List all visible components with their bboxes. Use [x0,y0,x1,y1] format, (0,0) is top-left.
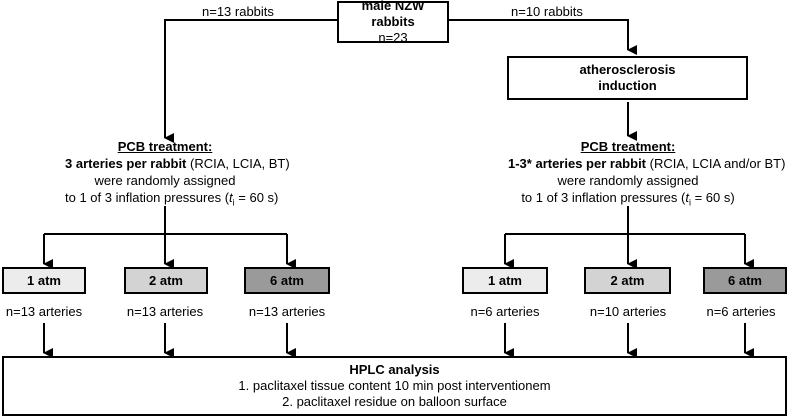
left-1atm-n: n=13 arteries [5,304,83,319]
pcb-left-heading: PCB treatment: [117,139,213,154]
right-2atm-label: 2 atm [610,272,645,288]
left-2atm-box: 2 atm [124,267,208,294]
pcb-left-detail: (RCIA, LCIA, BT) [186,156,290,171]
right-2atm-box: 2 atm [584,267,671,294]
left-2atm-n: n=13 arteries [126,304,204,319]
pcb-left-bold: 3 arteries per rabbit [65,156,187,171]
pcb-right-tsub: i [688,197,691,208]
pcb-right-line4-post: = 60 s) [690,190,735,205]
left-6atm-n: n=13 arteries [248,304,326,319]
right-2atm-n: n=10 arteries [589,304,667,319]
right-branch-label: n=10 rabbits [511,4,583,19]
hplc-item2: 2. paclitaxel residue on balloon surface [282,394,507,409]
right-6atm-label: 6 atm [728,272,762,288]
pcb-left-line4-post: = 60 s) [234,190,279,205]
arrow-start-to-left [164,19,338,143]
right-1atm-n: n=6 arteries [470,304,540,319]
pcb-right-heading: PCB treatment: [580,139,676,154]
induction-box: atherosclerosis induction [507,56,748,100]
pcb-right: PCB treatment: 1-3* arteries per rabbit … [508,138,785,212]
left-6atm-label: 6 atm [270,272,304,288]
left-6atm-box: 6 atm [244,267,330,294]
left-branch-label: n=13 rabbits [202,4,274,19]
left-2atm-label: 2 atm [149,272,183,288]
hplc-title: HPLC analysis [349,362,440,377]
pcb-left-line4-pre: to 1 of 3 inflation pressures ( [65,190,230,205]
hplc-item1: 1. paclitaxel tissue content 10 min post… [238,378,551,393]
right-1atm-box: 1 atm [462,267,548,294]
pcb-left-t: t [229,190,233,205]
pcb-right-detail: (RCIA, LCIA and/or BT) [646,156,786,171]
left-1atm-label: 1 atm [27,272,61,288]
left-1atm-box: 1 atm [2,267,86,294]
right-6atm-n: n=6 arteries [706,304,776,319]
start-box: male NZW rabbits n=23 [337,0,449,45]
right-6atm-box: 6 atm [703,267,787,294]
hplc-box: HPLC analysis 1. paclitaxel tissue conte… [2,356,787,416]
induction-line2: induction [598,78,657,93]
pcb-left-line3: were randomly assigned [94,173,236,188]
arrow-start-to-induction [448,19,637,55]
pcb-right-t: t [685,190,689,205]
start-count: n=23 [378,30,408,45]
induction-line1: atherosclerosis [579,62,676,77]
pcb-right-line3: were randomly assigned [557,173,699,188]
pcb-left: PCB treatment: 3 arteries per rabbit (RC… [65,138,290,212]
right-1atm-label: 1 atm [488,272,522,288]
pcb-right-line4-pre: to 1 of 3 inflation pressures ( [521,190,686,205]
pcb-left-tsub: i [232,197,235,208]
start-title: male NZW rabbits [361,0,425,29]
pcb-right-bold: 1-3* arteries per rabbit [508,156,647,171]
